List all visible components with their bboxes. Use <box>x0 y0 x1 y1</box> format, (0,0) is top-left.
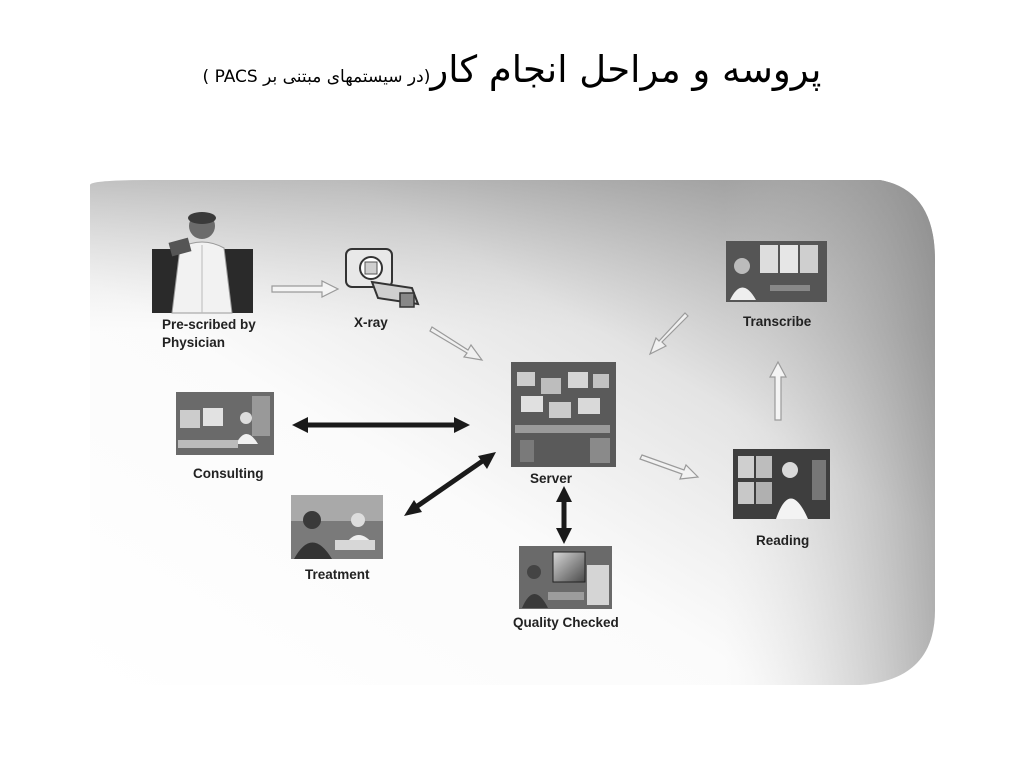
xray-machine-icon <box>345 248 420 308</box>
quality-label: Quality Checked <box>513 615 619 630</box>
title-main: پروسه و مراحل انجام کار <box>430 48 822 91</box>
quality-node: Quality Checked <box>513 546 619 630</box>
xray-node: X-ray <box>345 248 420 330</box>
quality-photo <box>519 546 612 609</box>
arrow-server-to-transcribe <box>648 312 689 356</box>
arrow-xray-to-server <box>429 326 484 361</box>
treatment-node: Treatment <box>291 495 383 582</box>
physician-label-line2: Physician <box>162 335 225 350</box>
doctor-figure <box>168 212 233 314</box>
xray-label: X-ray <box>354 315 388 330</box>
physician-label-line1: Pre-scribed by <box>162 317 256 332</box>
arrow-server-to-reading <box>639 454 700 480</box>
treatment-label: Treatment <box>305 567 370 582</box>
reading-label: Reading <box>756 533 809 548</box>
arrow-server-consulting <box>292 417 470 433</box>
server-node: Server <box>511 362 616 486</box>
title-sub: (در سیستمهای مبتنی بر PACS ) <box>202 67 431 87</box>
reading-node: Reading <box>733 449 830 548</box>
transcribe-photo <box>726 241 827 302</box>
physician-node: Pre-scribed by Physician <box>152 212 256 350</box>
consulting-node: Consulting <box>176 392 274 481</box>
reading-photo <box>733 449 830 519</box>
arrow-reading-to-transcribe <box>769 360 787 421</box>
server-photo <box>511 362 616 467</box>
transcribe-node: Transcribe <box>726 241 827 329</box>
arrow-server-quality <box>556 486 572 544</box>
treatment-photo <box>291 495 383 559</box>
transcribe-label: Transcribe <box>743 314 812 329</box>
server-label: Server <box>530 471 573 486</box>
consulting-photo <box>176 392 274 455</box>
arrow-physician-to-xray <box>271 280 340 298</box>
slide-title: پروسه و مراحل انجام کار(در سیستمهای مبتن… <box>0 48 1024 91</box>
arrow-server-treatment <box>404 452 496 516</box>
consulting-label: Consulting <box>193 466 264 481</box>
